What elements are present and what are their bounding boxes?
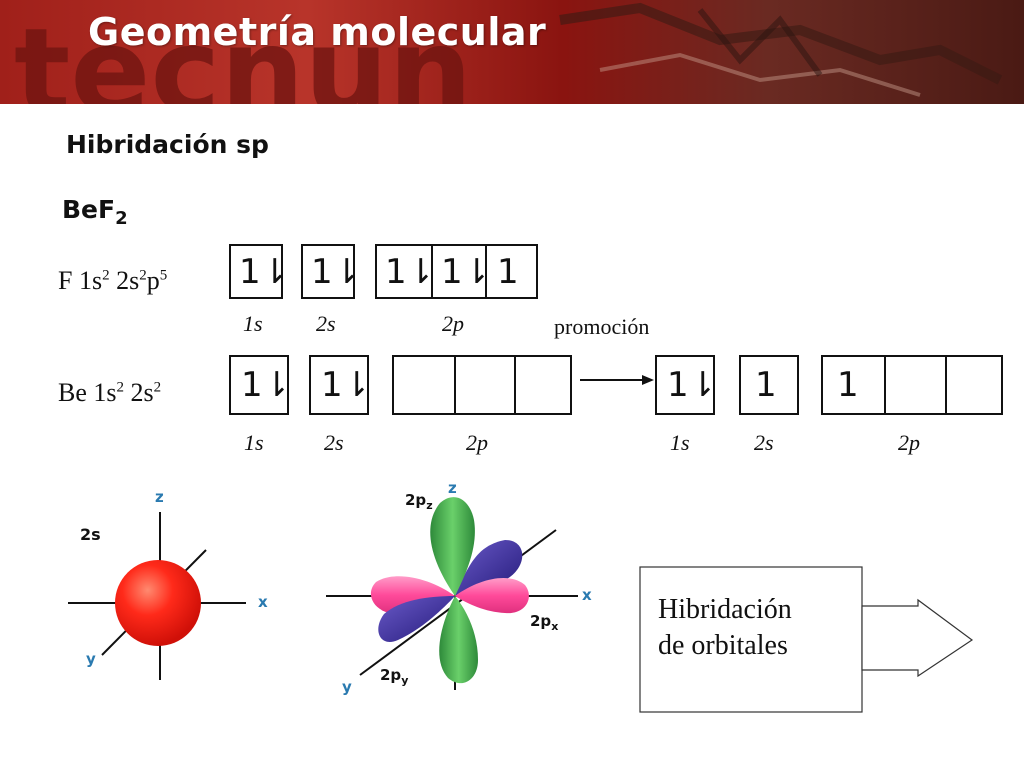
px-label: 2px [530,612,558,633]
orbital-name-label: 2s [80,525,101,544]
p-cell: 1 [485,246,538,297]
config-term: 2s2p5 [116,266,168,295]
hybridization-line2: de orbitales [658,630,788,661]
electron-arrows: 1⇂ [239,252,290,292]
p-cell [514,357,572,413]
electron-arrows: 1⇂ [241,365,292,405]
promoted-2p-box: 1 [821,355,1003,415]
p-cell: 1⇂ [385,252,436,292]
page-title: Geometría molecular [88,10,547,54]
config-term: 1s2 [93,378,125,407]
axis-label-z: z [155,488,164,506]
axis-label-x: x [582,586,592,604]
p-cell [945,357,1003,413]
pz-lobe-top [430,497,475,596]
electron-arrows: 1⇂ [667,365,718,405]
molecule-base: BeF [62,195,116,224]
section-subtitle: Hibridación sp [66,130,269,159]
right-arrow-icon [861,598,974,678]
pz-label: 2pz [405,491,433,512]
electron-arrows: 1 [755,365,777,405]
orbital-label: 2s [754,430,774,455]
banner-decoration: tecnun [14,2,1003,104]
pz-lobe-bottom [439,596,478,684]
axis-label-y: y [86,650,96,668]
orbital-label: 1s [670,430,690,455]
orbital-label: 1s [244,430,264,455]
fluorine-symbol: F [58,266,73,295]
electron-arrows: 1⇂ [321,365,372,405]
orbital-label: 2s [316,311,336,336]
config-term: 2s2 [130,378,162,407]
py-lobe-front [378,596,455,642]
px-lobe-left [370,576,455,614]
p-cell: 1 [837,365,859,405]
logo-text: tecnun [14,2,472,104]
molecule-subscript: 2 [115,208,128,229]
p-cell [884,357,945,413]
header-banner: tecnun Geometría molecular [0,0,1024,104]
hybridization-text: Hibridación de orbitales [658,592,792,664]
fluorine-1s-box: 1⇂ [229,244,289,299]
axis-label-y: y [342,678,352,696]
fluorine-2s-box: 1⇂ [301,244,361,299]
beryllium-config: Be 1s2 2s2 [58,378,161,408]
orbital-label: 2s [324,430,344,455]
py-label: 2py [380,666,408,687]
beryllium-2s-box: 1⇂ [309,355,372,415]
s-orbital-sphere [115,560,201,646]
promotion-arrow [580,375,654,385]
orbital-label: 2p [898,430,920,455]
promotion-label: promoción [554,314,650,339]
axis-label-x: x [258,593,268,611]
beryllium-2p-box [392,355,572,415]
orbital-label: 2p [466,430,488,455]
config-term: 1s2 [78,266,110,295]
axis-label-z: z [448,479,457,497]
orbital-2p-diagram: 2pz 2px 2py z x y [326,479,592,696]
fluorine-config: F 1s2 2s2p5 [58,266,167,296]
orbital-2s-diagram: 2s z x y [68,488,268,680]
fluorine-2p-box: 1⇂ 1⇂ 1 [375,244,538,299]
p-cell: 1⇂ [431,246,491,297]
promoted-2s-box: 1 [739,355,799,415]
p-cell [394,357,454,413]
beryllium-1s-box: 1⇂ [229,355,292,415]
electron-arrows: 1⇂ [311,252,362,292]
orbital-label: 1s [243,311,263,336]
hybridization-line1: Hibridación [658,594,792,625]
beryllium-symbol: Be [58,378,87,407]
orbital-label: 2p [442,311,464,336]
py-lobe-back [455,540,523,596]
px-lobe-right [455,578,529,614]
p-cell [454,357,514,413]
molecule-formula: BeF2 [62,195,128,229]
promoted-1s-box: 1⇂ [655,355,718,415]
